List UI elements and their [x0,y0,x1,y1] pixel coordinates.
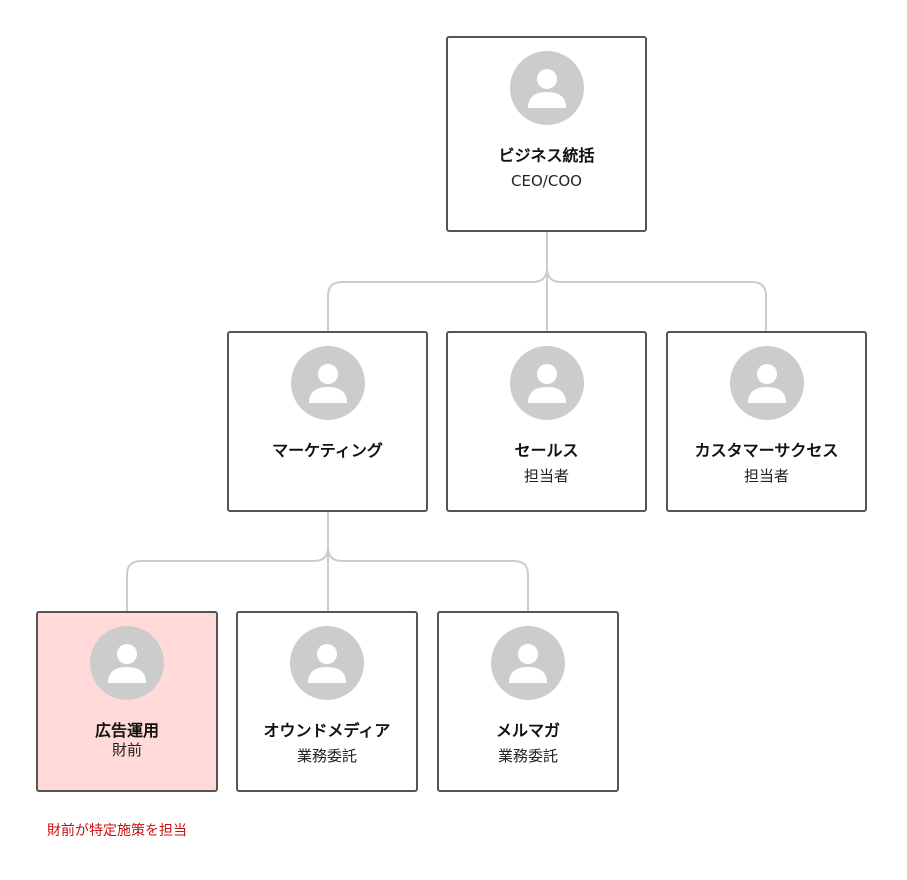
node-title: ビジネス統括 [498,146,595,165]
node-title: オウンドメディア [263,721,391,740]
node-subtitle: 担当者 [523,467,569,485]
person-icon [290,346,365,420]
node-title: マーケティング [272,441,383,460]
node-title: セールス [514,441,579,460]
org-node-ads: 広告運用 財前 [36,611,218,792]
connector-marketing-ads [126,512,329,611]
person-icon [509,346,584,420]
person-icon [729,346,804,420]
org-node-newsletter: メルマガ 業務委託 [437,611,619,792]
node-subtitle: 財前 [111,741,142,759]
connector-root-marketing [327,232,548,331]
node-title: カスタマーサクセス [694,441,839,460]
person-icon [491,626,565,700]
node-subtitle: 担当者 [743,467,789,485]
person-icon [90,626,164,700]
person-icon [290,626,364,700]
node-subtitle: 業務委託 [296,747,357,765]
org-node-marketing: マーケティング [227,331,428,512]
node-title: 広告運用 [94,721,159,740]
org-node-sales: セールス 担当者 [446,331,647,512]
org-node-customer-success: カスタマーサクセス 担当者 [666,331,867,512]
org-node-business-head: ビジネス統括 CEO/COO [446,36,647,232]
connector-marketing-newsletter [327,512,529,611]
connector-root-cs [546,232,767,331]
annotation-note: 財前が特定施策を担当 [47,823,187,839]
node-subtitle: CEO/COO [511,172,582,190]
node-subtitle: 業務委託 [497,747,558,765]
person-icon [509,51,584,125]
org-node-owned-media: オウンドメディア 業務委託 [236,611,418,792]
node-title: メルマガ [495,721,560,740]
